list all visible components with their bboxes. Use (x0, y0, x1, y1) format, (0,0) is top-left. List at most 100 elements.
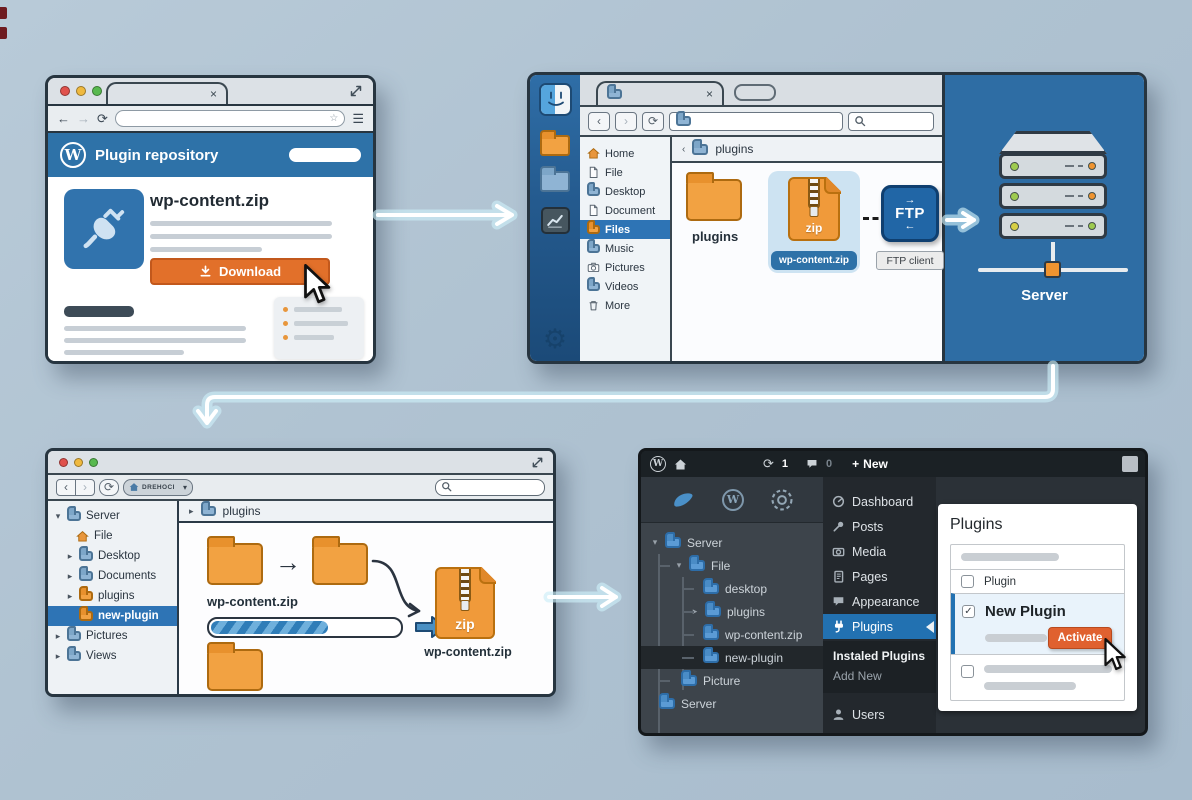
header-search-placeholder[interactable] (289, 148, 361, 162)
sidebar-item-pictures[interactable]: Pictures (580, 258, 670, 277)
new-tab-shape[interactable] (734, 84, 776, 101)
dock-chart-icon[interactable] (540, 207, 570, 234)
hand-icon[interactable] (670, 487, 696, 513)
sidebar-item-videos[interactable]: Videos (580, 277, 670, 296)
sidebar-item-files-selected[interactable]: Files (580, 220, 670, 239)
fullscreen-icon[interactable] (349, 84, 363, 103)
menu-item-users[interactable]: Users (823, 702, 936, 727)
dock-folder-orange-icon[interactable] (540, 130, 570, 156)
location-dropdown[interactable]: DREHOCI ▾ (123, 478, 193, 496)
breadcrumb-caret-icon[interactable]: ▸ (189, 505, 194, 516)
forward-button[interactable]: › (75, 478, 95, 496)
tab-close-icon[interactable]: × (209, 87, 217, 101)
source-folder-icon[interactable] (207, 536, 263, 585)
menu-icon[interactable]: ☰ (352, 110, 364, 126)
tree-item-new-plugin-selected[interactable]: new-plugin (48, 606, 177, 626)
tree-item-server[interactable]: ▾Server (652, 532, 723, 550)
sidebar-item-file[interactable]: File (580, 163, 670, 182)
reload-button[interactable]: ⟳ (99, 478, 119, 496)
window-controls (60, 86, 102, 96)
bookmark-star-icon[interactable]: ☆ (329, 113, 339, 124)
forward-icon[interactable]: → (77, 111, 90, 126)
fullscreen-icon[interactable] (531, 456, 544, 474)
finder-icon[interactable] (538, 83, 572, 116)
menu-item-media[interactable]: Media (823, 539, 936, 564)
submenu-add-new[interactable]: Add New (833, 669, 882, 683)
folder-contents: plugins zip wp-content.zip → FTP ← (672, 163, 944, 361)
file-tree-panel: W ▾Server ▾File desktop ▸plugins wp-cont… (641, 477, 823, 733)
wordpress-logo[interactable]: W (650, 456, 666, 472)
browser-tab[interactable]: × (106, 82, 228, 104)
tree-item-desktop[interactable]: ▸Desktop (67, 546, 141, 562)
search-input[interactable] (435, 478, 545, 496)
tree-item-file[interactable]: ▾File (641, 554, 823, 577)
plugins-folder-icon[interactable] (686, 172, 742, 221)
menu-item-plugins-selected[interactable]: Plugins (823, 614, 936, 639)
reload-icon[interactable]: ⟳ (97, 110, 108, 126)
zoom-window-button[interactable] (89, 457, 98, 467)
download-button[interactable]: Download (150, 258, 330, 285)
plugin-checkbox-checked[interactable]: ✓ (962, 605, 975, 618)
ftp-client-icon[interactable]: → FTP ← (881, 185, 939, 242)
extra-folder-icon[interactable] (207, 642, 263, 691)
folder-icon (689, 555, 705, 571)
activate-button[interactable]: Activate (1048, 627, 1112, 649)
tree-item-plugins[interactable]: ▸plugins (67, 586, 135, 602)
tree-item-picture[interactable]: Picture (641, 669, 823, 692)
tree-item-file[interactable]: File (48, 526, 177, 546)
reload-button[interactable]: ⟳ (642, 111, 664, 131)
home-icon[interactable] (674, 458, 687, 471)
address-bar[interactable]: ☆ (114, 110, 346, 127)
dock-folder-blue-icon[interactable] (540, 166, 570, 192)
tree-item-server[interactable]: ▾Server (55, 506, 120, 522)
zip-file-icon[interactable]: zip (435, 566, 496, 639)
search-input[interactable] (848, 111, 934, 131)
menu-item-appearance[interactable]: Appearance (823, 589, 936, 614)
stamp-icon[interactable] (770, 488, 794, 512)
minimize-window-button[interactable] (74, 457, 83, 467)
tree-item-wp-content-zip[interactable]: wp-content.zip (641, 623, 823, 646)
tree-item-views[interactable]: ▸Views (55, 646, 117, 662)
updates-icon[interactable]: ⟳ (763, 456, 774, 471)
close-window-button[interactable] (59, 457, 68, 467)
menu-item-dashboard[interactable]: Dashboard (823, 489, 936, 514)
path-bar[interactable] (669, 111, 843, 131)
sidebar-item-desktop[interactable]: Desktop (580, 182, 670, 201)
back-button[interactable]: ‹ (56, 478, 76, 496)
forward-button[interactable]: › (615, 111, 637, 131)
back-icon[interactable]: ← (57, 111, 70, 126)
menu-item-posts[interactable]: Posts (823, 514, 936, 539)
zoom-window-button[interactable] (92, 86, 102, 96)
select-all-checkbox[interactable] (961, 575, 974, 588)
sidebar-item-music[interactable]: Music (580, 239, 670, 258)
sidebar-item-document[interactable]: Document (580, 201, 670, 220)
tree-line (658, 554, 660, 733)
selected-zip-highlight[interactable]: zip wp-content.zip (768, 171, 860, 273)
sidebar-item-home[interactable]: Home (580, 144, 670, 163)
zip-file-icon[interactable]: zip (788, 176, 841, 241)
text-placeholder (64, 326, 246, 331)
back-button[interactable]: ‹ (588, 111, 610, 131)
screen-options-square[interactable] (1122, 456, 1138, 472)
breadcrumb-back-icon[interactable]: ‹ (682, 143, 686, 155)
close-window-button[interactable] (60, 86, 70, 96)
tab-close-icon[interactable]: × (705, 87, 713, 101)
wordpress-ring-icon[interactable]: W (722, 488, 744, 511)
comments-icon[interactable] (806, 458, 818, 470)
minimize-window-button[interactable] (76, 86, 86, 96)
target-folder-icon[interactable] (312, 536, 368, 585)
tree-item-new-plugin-selected[interactable]: new-plugin (641, 646, 823, 669)
sidebar-item-more[interactable]: More (580, 296, 670, 315)
tree-item-pictures[interactable]: ▸Pictures (55, 626, 128, 642)
menu-item-pages[interactable]: Pages (823, 564, 936, 589)
new-button[interactable]: +New (852, 457, 888, 471)
file-manager-tab[interactable]: × (596, 81, 724, 105)
folder-icon (67, 506, 81, 521)
tree-item-plugins[interactable]: ▸plugins (641, 600, 823, 623)
submenu-installed-plugins[interactable]: Instaled Plugins (833, 649, 926, 663)
plugin-checkbox[interactable] (961, 665, 974, 678)
settings-gear-icon[interactable]: ⚙ (542, 324, 568, 354)
tree-item-server-bottom[interactable]: Server (641, 692, 823, 715)
tree-item-desktop[interactable]: desktop (641, 577, 823, 600)
tree-item-documents[interactable]: ▸Documents (67, 566, 157, 582)
